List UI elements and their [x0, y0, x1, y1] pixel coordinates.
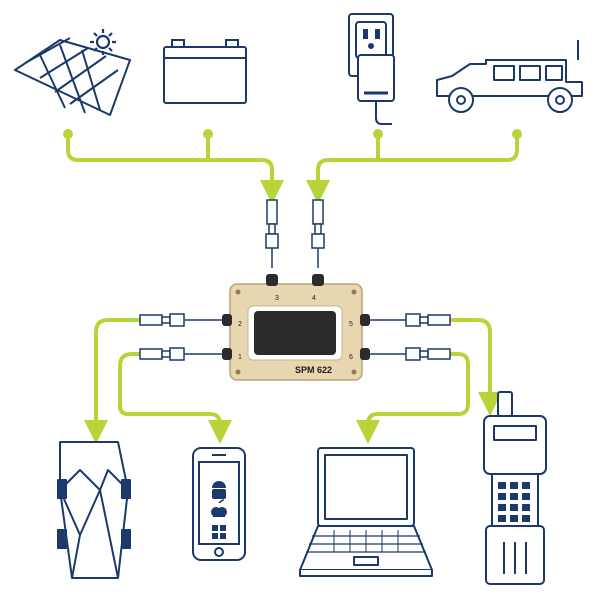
- battery-pack-icon: [57, 441, 131, 579]
- laptop-icon: [299, 447, 433, 577]
- output-connector-2: [139, 347, 226, 361]
- battery-icon: [163, 39, 247, 104]
- input-dots: [63, 129, 522, 139]
- military-vehicle-icon: [436, 40, 583, 113]
- spm-622-device: [222, 274, 370, 381]
- port-label-1: 1: [238, 354, 242, 361]
- output-connector-5: [364, 313, 451, 327]
- windows-logo-icon: [212, 525, 226, 539]
- output-connector-1: [139, 313, 226, 327]
- solar-panel-icon: [14, 29, 131, 116]
- input-lines: [66, 134, 519, 204]
- radio-icon: [483, 391, 547, 585]
- port-label-5: 5: [349, 321, 353, 328]
- output-connector-6: [364, 347, 451, 361]
- input-connector-right: [311, 199, 325, 268]
- port-label-6: 6: [349, 354, 353, 361]
- port-label-4: 4: [312, 295, 316, 302]
- smartphone-icon: [192, 447, 246, 561]
- apple-logo-icon: [211, 499, 227, 517]
- port-label-3: 3: [275, 295, 279, 302]
- port-label-2: 2: [238, 321, 242, 328]
- output-lines: [84, 318, 502, 444]
- wall-outlet-adapter-icon: [348, 13, 395, 125]
- input-connector-left: [265, 199, 279, 268]
- android-logo-icon: [212, 481, 226, 499]
- device-model-label: SPM 622: [295, 365, 332, 375]
